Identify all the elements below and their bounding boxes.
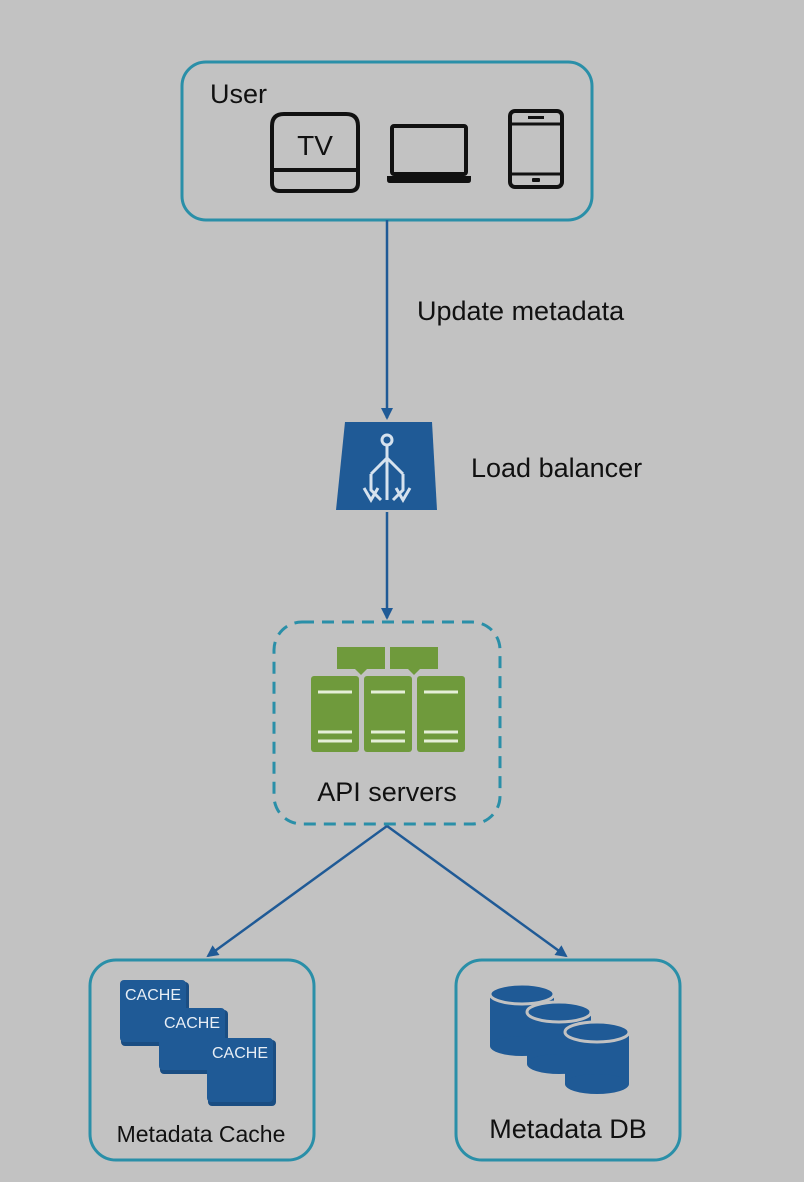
- load-balancer-node: Load balancer: [336, 422, 642, 510]
- load-balancer-label: Load balancer: [471, 453, 642, 483]
- database-icon: [488, 982, 631, 1094]
- cache-icon-label-3: CACHE: [212, 1045, 268, 1062]
- arrow-api-to-db: [386, 824, 568, 958]
- api-servers-node: API servers: [272, 620, 502, 826]
- metadata-cache-label: Metadata Cache: [117, 1121, 286, 1147]
- tv-icon-text: TV: [297, 130, 333, 161]
- user-node: User TV: [180, 60, 594, 222]
- cache-icon: CACHE CACHE CACHE: [120, 980, 276, 1106]
- metadata-db-node: Metadata DB: [454, 958, 682, 1162]
- laptop-icon: [387, 124, 471, 183]
- tv-icon: TV: [270, 112, 360, 193]
- metadata-cache-box: [88, 958, 316, 1162]
- metadata-db-label: Metadata DB: [489, 1114, 647, 1144]
- cache-icon-label-2: CACHE: [164, 1015, 220, 1032]
- servers-icon: [311, 647, 465, 752]
- arrow-api-to-cache: [206, 824, 388, 958]
- user-label: User: [210, 79, 267, 109]
- metadata-db-box: [454, 958, 682, 1162]
- edge-label-update-metadata: Update metadata: [417, 296, 625, 326]
- load-balancer-icon: [336, 422, 437, 510]
- metadata-cache-node: CACHE CACHE CACHE Metadata Cache: [88, 958, 316, 1162]
- edge-user-to-lb: Update metadata: [381, 220, 625, 420]
- api-servers-label: API servers: [317, 777, 457, 807]
- tablet-icon: [508, 109, 564, 189]
- cache-icon-label-1: CACHE: [125, 987, 181, 1004]
- api-servers-box: [272, 620, 502, 826]
